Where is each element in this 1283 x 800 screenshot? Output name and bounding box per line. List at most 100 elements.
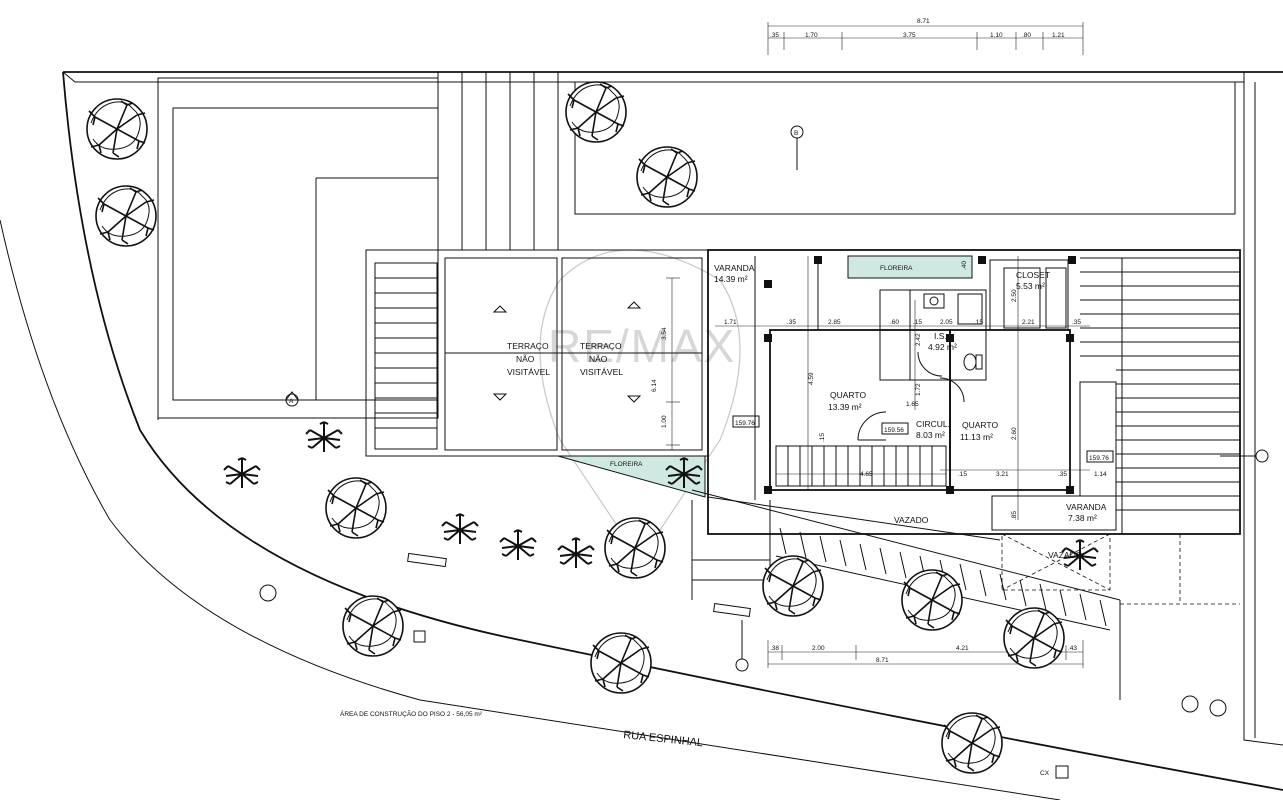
- section-b-label: B: [794, 130, 798, 137]
- dim-overall-bottom: 8.71: [876, 657, 889, 664]
- dim-0-35-a: .35: [787, 319, 796, 326]
- room-is-area: 4.92 m²: [928, 342, 957, 352]
- pool: [157, 77, 439, 419]
- dim-4-59: 4.59: [808, 372, 815, 385]
- room-closet-name: CLOSET: [1016, 270, 1050, 280]
- interior-dimension-lines: 1.71 .35 2.85 .60 .15 2.05 .15 2.21 .35 …: [715, 256, 1107, 520]
- room-is-name: I.S.: [934, 331, 947, 341]
- shrub-icon: [441, 513, 479, 545]
- dim-1-14: 1.14: [1094, 471, 1107, 478]
- tree-icon: [941, 712, 1003, 774]
- room-terraco-2-name: TERRAÇO: [580, 341, 622, 351]
- dim-0-40: .40: [961, 261, 968, 270]
- tree-icon: [604, 517, 666, 579]
- room-terraco-2-line3: VISITÁVEL: [580, 367, 623, 377]
- dim-2-60: 2.60: [1011, 427, 1018, 440]
- dim-seg-3: 3.75: [903, 32, 916, 39]
- dim-2-85: 2.85: [828, 319, 841, 326]
- tree-icon: [565, 81, 627, 143]
- room-terraco-1-line2: NÃO: [516, 354, 535, 364]
- dim-6-14: 6.14: [651, 379, 658, 392]
- room-circul-name: CIRCUL.: [916, 419, 950, 429]
- room-quarto-2-area: 11.13 m²: [960, 432, 993, 442]
- dim-seg-1: .35: [770, 32, 779, 39]
- floreira-label-2: FLOREIRA: [610, 461, 643, 468]
- dim-3-21: 3.21: [996, 471, 1009, 478]
- shrub-icon: [223, 457, 261, 489]
- dim-0-15-b: .15: [974, 319, 983, 326]
- dim-seg-4: 1.10: [990, 32, 1003, 39]
- tree-icon: [1003, 607, 1065, 669]
- room-quarto-2-name: QUARTO: [962, 420, 998, 430]
- tree-icon: [86, 98, 148, 160]
- dim-bottom-seg-4: .43: [1068, 645, 1077, 652]
- room-circul-area: 8.03 m²: [916, 430, 945, 440]
- dim-seg-2: 1.70: [805, 32, 818, 39]
- dim-0-35-b: .35: [1072, 319, 1081, 326]
- tree-icon: [590, 632, 652, 694]
- tree-icon: [95, 185, 157, 247]
- dim-0-15-a: .15: [913, 319, 922, 326]
- level-159-56: 159.56: [884, 427, 904, 434]
- dim-0-35-c: .35: [1058, 471, 1067, 478]
- tree-icon: [901, 569, 963, 631]
- room-terraco-2-line2: NÃO: [589, 354, 608, 364]
- street-name: RUA ESPINHAL: [623, 729, 704, 749]
- dim-0-15-d: .15: [819, 433, 826, 442]
- interior-walls: [754, 256, 1076, 500]
- dim-1-65: 1.65: [906, 401, 919, 408]
- vazado-label-1: VAZADO: [894, 515, 929, 525]
- shrub-icon: [499, 529, 537, 561]
- watermark-logo: RE/MAX: [539, 249, 741, 562]
- dim-2-21: 2.21: [1022, 319, 1035, 326]
- dimension-top: 8.71 .35 1.70 3.75 1.10 .80 1.21: [767, 18, 1084, 55]
- tree-icon: [636, 146, 698, 208]
- tree-icon: [325, 477, 387, 539]
- room-closet-area: 5.53 m²: [1016, 281, 1045, 291]
- dim-0-85: .85: [1011, 511, 1018, 520]
- level-159-76-b: 159.76: [1089, 455, 1109, 462]
- dim-seg-5: .80: [1022, 32, 1031, 39]
- room-quarto-1-name: QUARTO: [830, 390, 866, 400]
- dim-2-50: 2.50: [1011, 289, 1018, 302]
- dim-1-00: 1.00: [661, 415, 668, 428]
- room-varanda-2-area: 7.38 m²: [1068, 513, 1097, 523]
- dim-bottom-seg-3: 4.21: [956, 645, 969, 652]
- dim-bottom-seg-1: .38: [770, 645, 779, 652]
- tree-icon: [342, 595, 404, 657]
- steps-top: [437, 71, 559, 251]
- site-objects: CX A B: [259, 130, 1227, 779]
- area-note: ÁREA DE CONSTRUÇÃO DO PISO 2 - 56,05 m²: [340, 709, 483, 718]
- watermark-text: RE/MAX: [548, 320, 736, 372]
- room-varanda-1-area: 14.39 m²: [714, 274, 748, 284]
- dim-2-05: 2.05: [940, 319, 953, 326]
- staircase: [775, 445, 947, 487]
- level-markers: 159.76 159.56 159.76: [732, 415, 1114, 463]
- dim-3-54: 3.54: [661, 327, 668, 340]
- floreira-label-1: FLOREIRA: [880, 265, 913, 272]
- dim-2-42: 2.42: [915, 333, 922, 346]
- room-varanda-1-name: VARANDA: [714, 263, 755, 273]
- shrub-icon: [305, 421, 343, 453]
- dim-1-72: 1.72: [915, 383, 922, 396]
- cx-label: CX: [1040, 770, 1050, 777]
- tree-icon: [762, 555, 824, 617]
- room-terraco-1-line3: VISITÁVEL: [507, 367, 550, 377]
- upper-lawn: [574, 81, 1236, 215]
- dim-1-71: 1.71: [724, 319, 737, 326]
- shrub-icon: [557, 537, 595, 569]
- vazado-label-2: VAZADO: [1048, 550, 1083, 560]
- dim-0-15-c: .15: [958, 471, 967, 478]
- right-deck: [991, 257, 1269, 605]
- section-a-label: A: [289, 398, 294, 405]
- planter-left: [557, 455, 706, 498]
- house-outline: [691, 249, 1241, 601]
- planter-top: [847, 255, 973, 279]
- dim-bottom-seg-2: 2.00: [812, 645, 825, 652]
- terrace-block: TERRAÇO NÃO VISITÁVEL TERRAÇO NÃO VISITÁ…: [365, 249, 709, 457]
- dim-0-60: .60: [890, 319, 899, 326]
- dim-seg-6: 1.21: [1052, 32, 1065, 39]
- room-terraco-1-name: TERRAÇO: [507, 341, 549, 351]
- room-labels: VARANDA 14.39 m² QUARTO 13.39 m² I.S. 4.…: [714, 263, 1107, 560]
